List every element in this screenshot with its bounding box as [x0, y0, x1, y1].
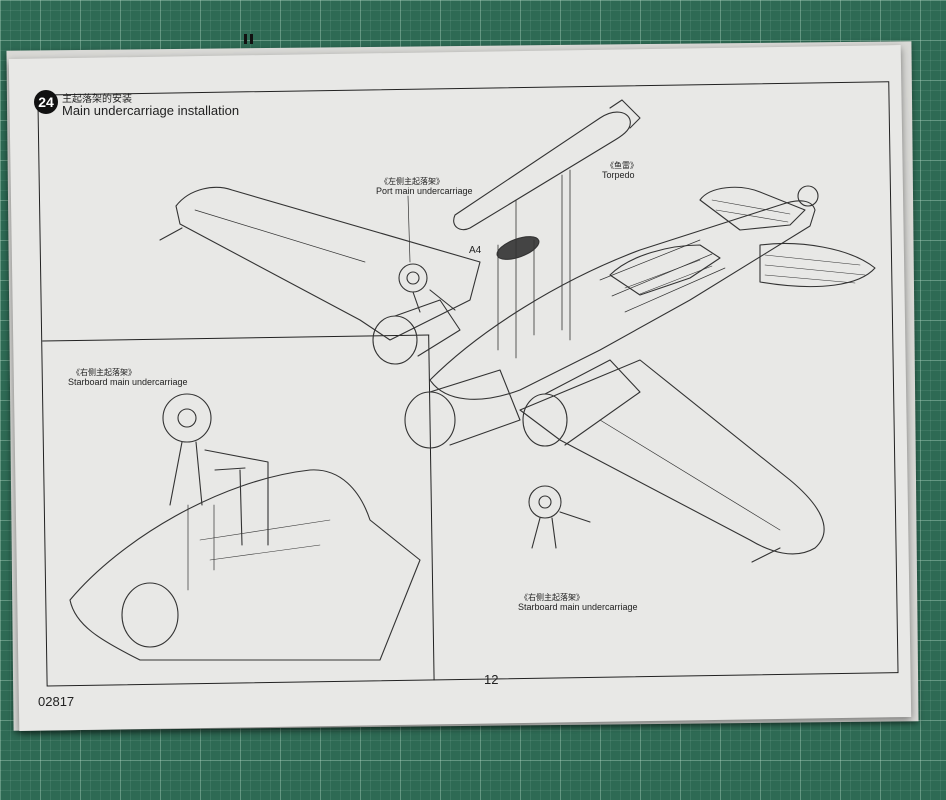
mat-tick-mark	[244, 34, 247, 44]
part-a4	[496, 236, 540, 260]
port-engine	[372, 315, 418, 365]
starboard-wing	[519, 359, 825, 555]
step-title-chinese: 主起落架的安装	[62, 94, 132, 105]
center-engine-cowl	[404, 391, 456, 449]
step-title: Main undercarriage installation	[62, 103, 240, 118]
inset-starboard-label: Starboard main undercarriage	[68, 377, 188, 387]
mat-tick-mark	[250, 34, 253, 44]
tail-upper	[699, 186, 806, 231]
port-wheel	[398, 263, 428, 293]
starboard-wheel-main	[528, 485, 562, 519]
inset-starboard-label-cn: 《右侧主起落架》	[72, 368, 136, 377]
starboard-engine	[522, 393, 568, 447]
page-number: 12	[484, 672, 499, 687]
inset-wheel	[162, 393, 212, 443]
port-undercarriage-label: Port main undercarriage	[376, 186, 473, 196]
fuselage	[429, 200, 816, 400]
tail-lower	[759, 243, 876, 288]
step-number-badge: 24	[34, 90, 58, 114]
starboard-undercarriage-label: Starboard main undercarriage	[518, 602, 638, 612]
torpedo-label-cn: 《鱼雷》	[606, 161, 638, 170]
torpedo-label: Torpedo	[602, 170, 635, 180]
torpedo	[453, 111, 631, 231]
port-undercarriage-label-cn: 《左侧主起落架》	[380, 177, 444, 186]
inset-wing	[69, 469, 421, 661]
canopy	[609, 244, 721, 296]
kit-part-number: 02817	[38, 694, 75, 709]
port-wing	[175, 186, 481, 341]
starboard-undercarriage-label-cn: 《右侧主起落架》	[520, 593, 584, 602]
part-a4-label: A4	[469, 245, 482, 256]
